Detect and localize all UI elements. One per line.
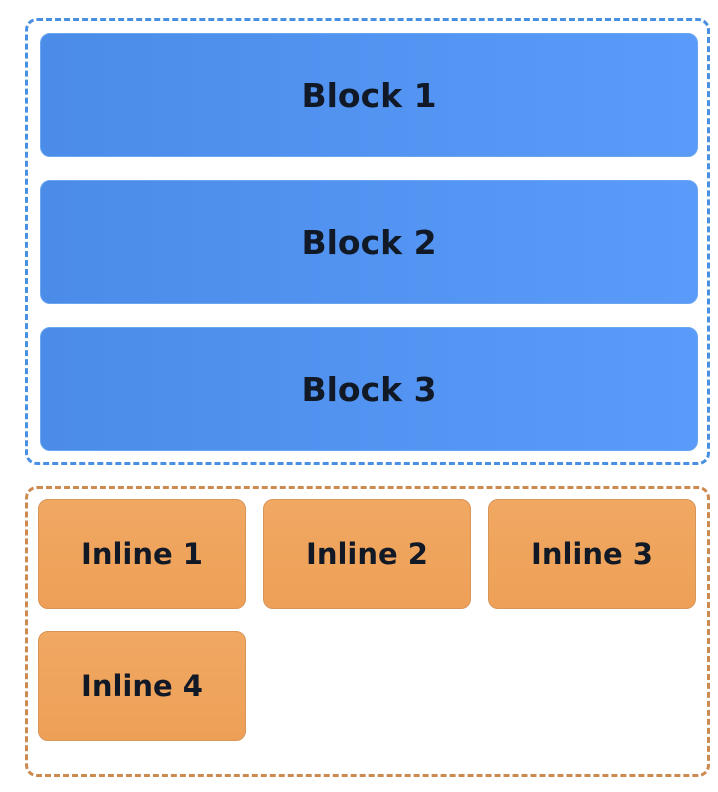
block-1: Block 1 [40,33,698,157]
block-3-label: Block 3 [301,369,437,409]
block-2-label: Block 2 [301,222,437,262]
inline-4-label: Inline 4 [81,669,203,703]
block-2: Block 2 [40,180,698,304]
inline-1-label: Inline 1 [81,537,203,571]
block-3: Block 3 [40,327,698,451]
inline-container: Inline 1 Inline 2 Inline 3 Inline 4 [25,486,710,777]
inline-2: Inline 2 [263,499,471,609]
inline-4: Inline 4 [38,631,246,741]
inline-2-label: Inline 2 [306,537,428,571]
inline-3-label: Inline 3 [531,537,653,571]
block-container: Block 1 Block 2 Block 3 [25,18,710,465]
inline-3: Inline 3 [488,499,696,609]
inline-1: Inline 1 [38,499,246,609]
block-1-label: Block 1 [301,75,437,115]
